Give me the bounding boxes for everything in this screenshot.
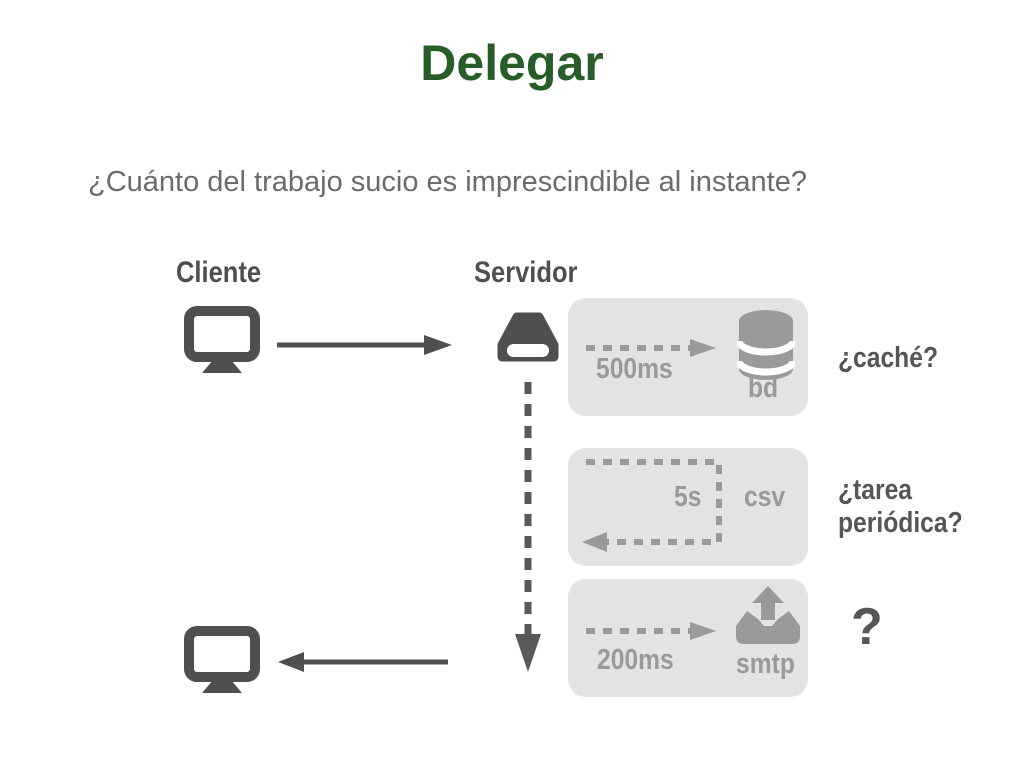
flow-box-periodic bbox=[568, 448, 808, 566]
client-label: Cliente bbox=[176, 256, 262, 289]
flow-time: 5s bbox=[674, 481, 702, 513]
page-title: Delegar bbox=[420, 35, 604, 91]
annotation-cache: ¿caché? bbox=[838, 342, 939, 374]
response-arrow bbox=[278, 652, 448, 672]
dashed-arrow-right-icon bbox=[586, 622, 716, 640]
flow-target: csv bbox=[744, 481, 786, 513]
flow-time: 200ms bbox=[597, 644, 674, 676]
database-icon bbox=[737, 310, 795, 380]
annotation-question: ? bbox=[851, 598, 883, 656]
monitor-icon bbox=[184, 626, 260, 693]
dashed-loop-arrow-icon bbox=[582, 459, 722, 552]
flow-target: smtp bbox=[736, 648, 795, 680]
async-dashed-arrow bbox=[515, 382, 541, 672]
flow-time: 500ms bbox=[596, 353, 673, 385]
outbox-icon bbox=[736, 586, 800, 644]
flow-target: bd bbox=[748, 372, 779, 404]
slide-subtitle: ¿Cuánto del trabajo sucio es imprescindi… bbox=[88, 166, 807, 198]
server-label: Servidor bbox=[474, 256, 578, 289]
monitor-icon bbox=[184, 306, 260, 373]
disk-drive-icon bbox=[497, 312, 559, 362]
request-arrow bbox=[277, 335, 452, 355]
dashed-arrow-right-icon bbox=[586, 339, 716, 357]
annotation-periodic: ¿tarea periódica? bbox=[838, 474, 963, 540]
